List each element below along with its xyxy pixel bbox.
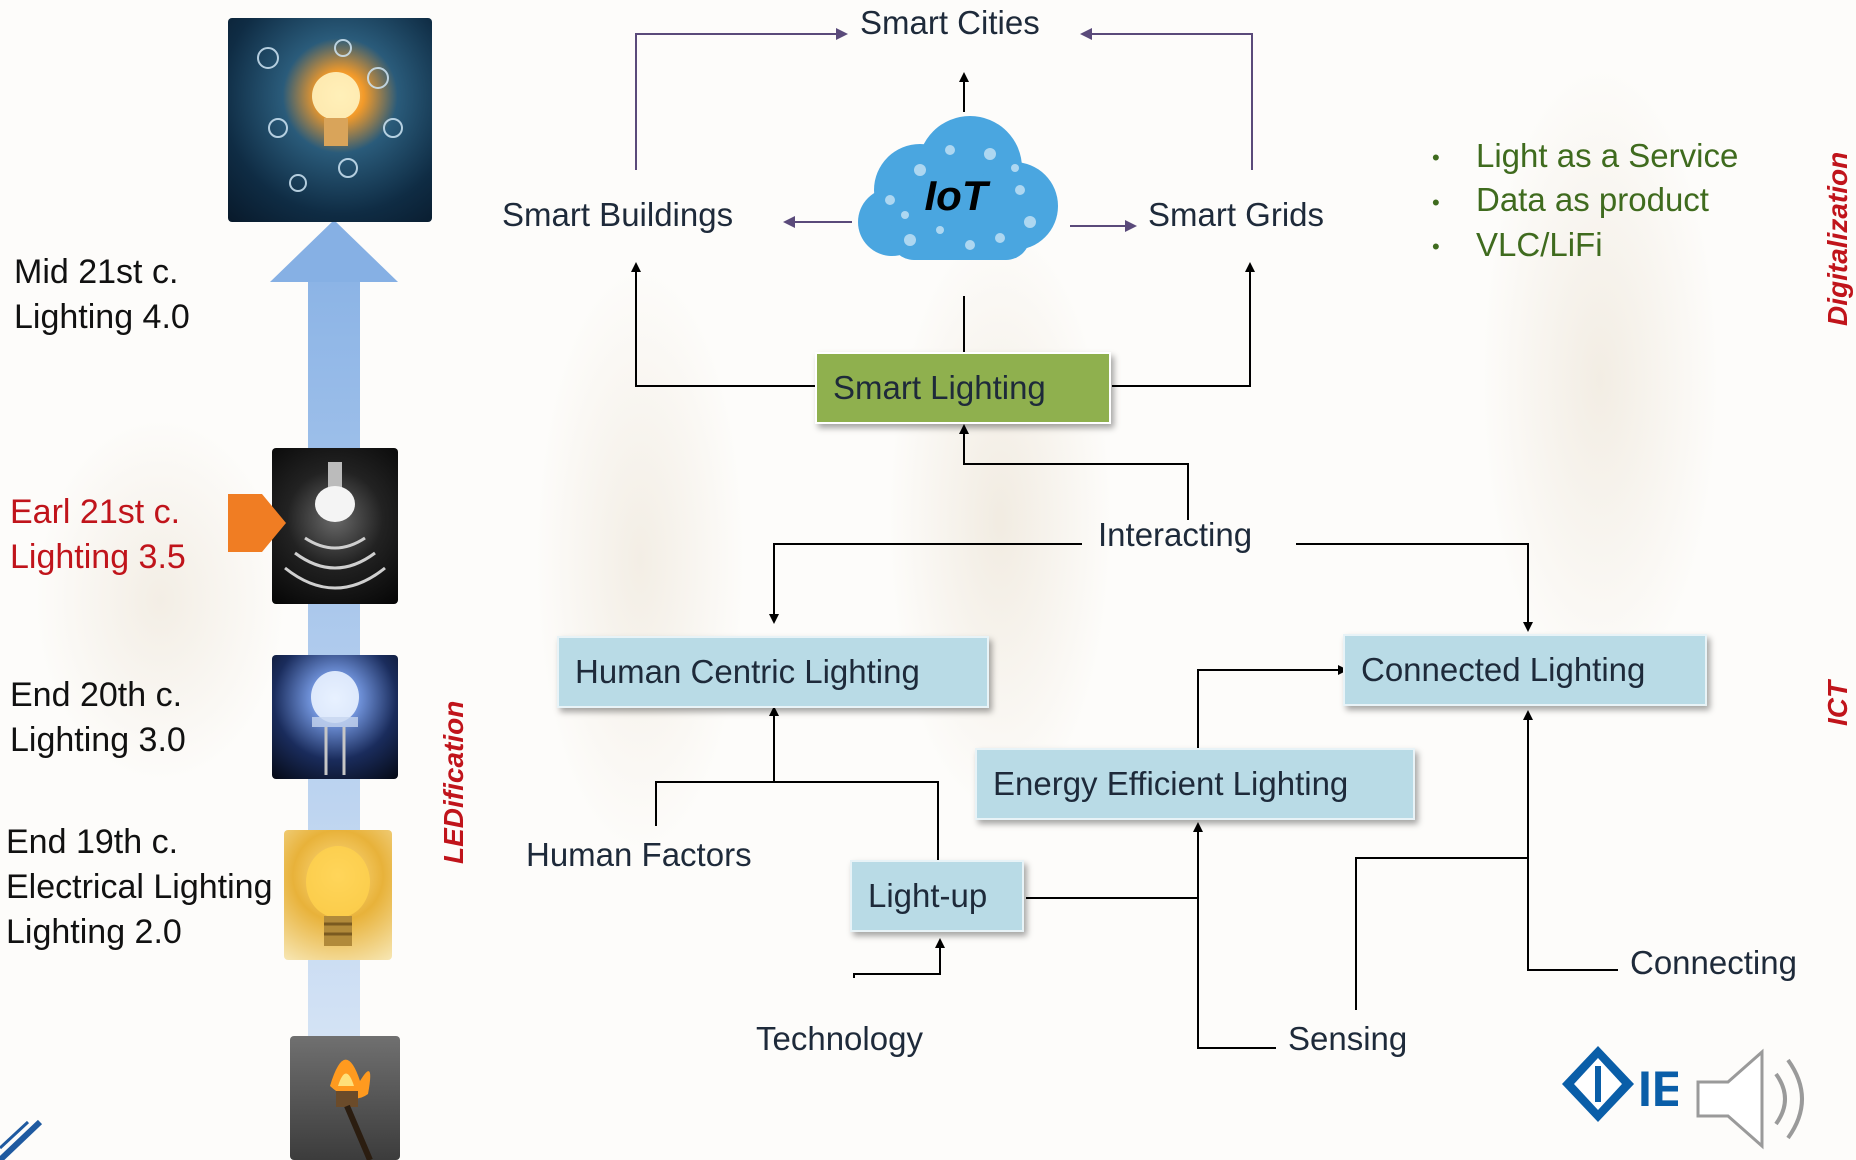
services-bullet-list: •Light as a Service •Data as product •VL… (1432, 135, 1738, 268)
energy-efficient-lighting-box: Energy Efficient Lighting (975, 748, 1415, 820)
human-centric-lighting-box: Human Centric Lighting (557, 636, 989, 708)
era-lighting-4: Mid 21st c.Lighting 4.0 (14, 253, 190, 336)
iot-lightbulb-image (228, 18, 432, 222)
smart-bulb-image (272, 448, 398, 604)
bullet-item: •Data as product (1432, 181, 1709, 219)
smart-buildings-label: Smart Buildings (502, 196, 734, 233)
smart-cities-label: Smart Cities (860, 4, 1040, 41)
svg-text:IEEE: IEEE (1638, 1061, 1678, 1117)
technology-label: Technology (756, 1020, 923, 1057)
bullet-item: •Light as a Service (1432, 137, 1739, 174)
torch-image (290, 1036, 400, 1160)
interacting-label: Interacting (1098, 516, 1253, 553)
corner-accent (0, 1119, 43, 1160)
sensing-label: Sensing (1288, 1020, 1408, 1057)
light-up-box: Light-up (850, 860, 1024, 932)
era-lighting-3: End 20th c.Lighting 3.0 (10, 676, 186, 759)
connected-lighting-box: Connected Lighting (1343, 634, 1707, 706)
smart-grids-label: Smart Grids (1148, 196, 1325, 233)
era-lighting-3-5: Earl 21st c.Lighting 3.5 (10, 493, 186, 576)
speaker-icon[interactable] (1688, 1038, 1818, 1160)
human-factors-label: Human Factors (526, 836, 752, 873)
smart-lighting-box: Smart Lighting (815, 352, 1111, 424)
current-era-marker (228, 494, 286, 552)
bullet-item: •VLC/LiFi (1432, 225, 1603, 263)
ieee-logo: IEEE (1562, 1046, 1678, 1122)
iot-label: IoT (925, 172, 991, 219)
incandescent-bulb-image (284, 830, 392, 960)
led-image (272, 655, 398, 779)
iot-cloud: IoT (858, 116, 1058, 260)
connecting-label: Connecting (1630, 944, 1797, 981)
